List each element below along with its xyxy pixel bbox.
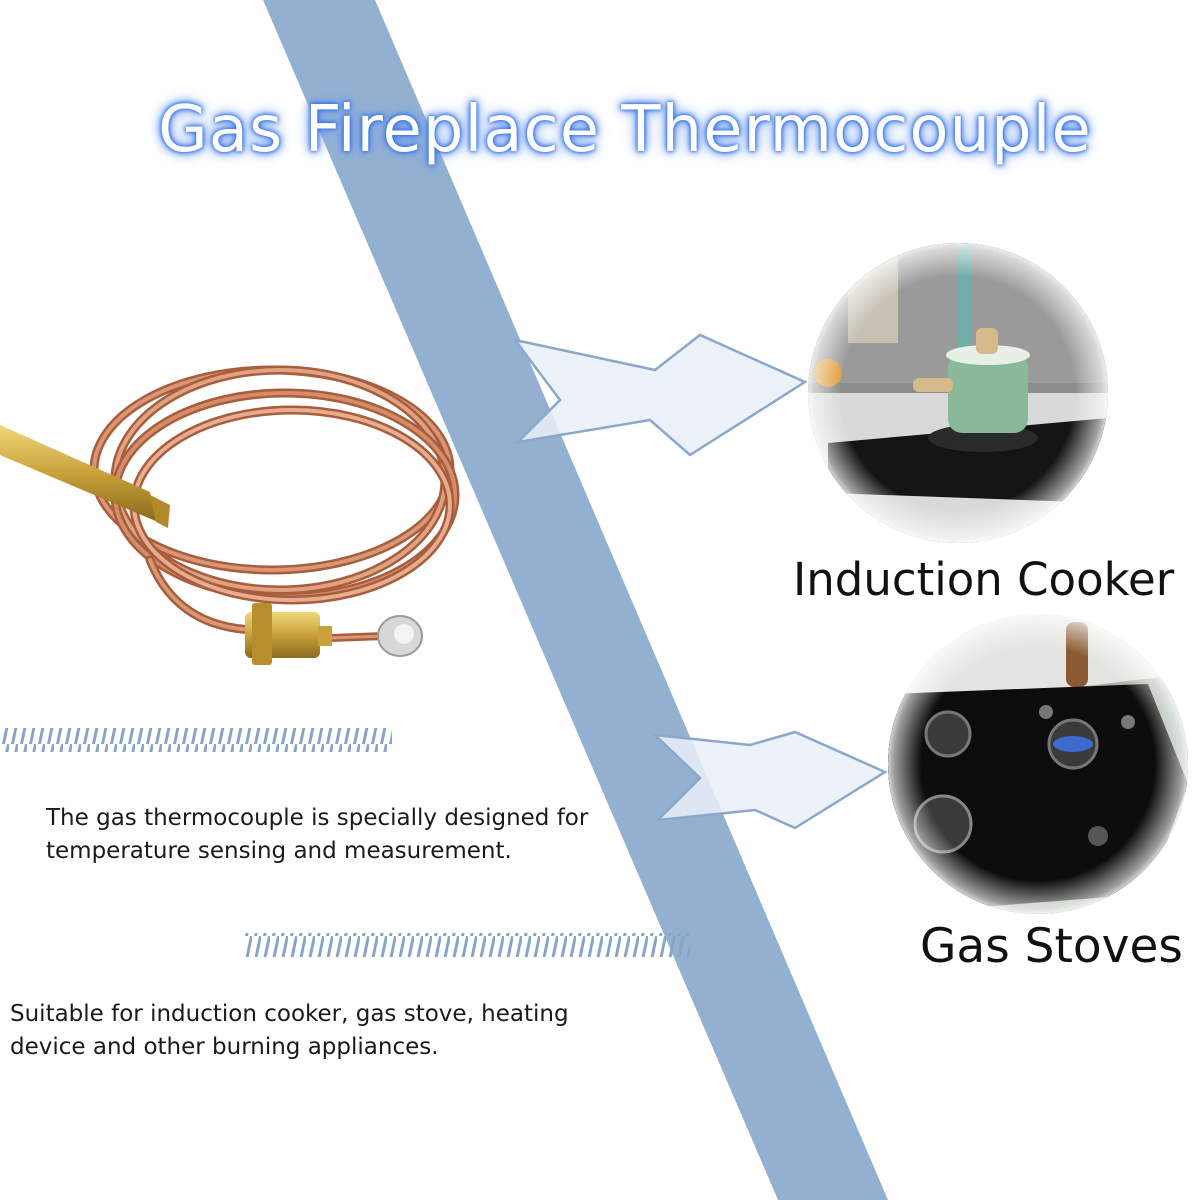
brass-connector-icon [0, 425, 332, 665]
description-line: Suitable for induction cooker, gas stove… [10, 1001, 569, 1027]
description-line: The gas thermocouple is specially design… [46, 805, 589, 831]
gas-stove-photo [888, 614, 1188, 914]
sensor-tip-icon [377, 615, 423, 657]
arrow-to-induction-icon [511, 333, 808, 457]
description-usage: Suitable for induction cooker, gas stove… [10, 998, 569, 1064]
description-line: device and other burning appliances. [10, 1034, 439, 1060]
gas-stoves-label: Gas Stoves [920, 919, 1183, 974]
arrow-to-gas-stove-icon [651, 730, 888, 830]
stripe-bar-upper [0, 728, 392, 752]
induction-cooker-label: Induction Cooker [793, 553, 1175, 606]
page-title: Gas Fireplace Thermocouple [158, 93, 1092, 167]
induction-cooker-photo [808, 243, 1108, 543]
description-line: temperature sensing and measurement. [46, 838, 512, 864]
description-design: The gas thermocouple is specially design… [46, 802, 588, 868]
stripe-bar-lower [245, 933, 690, 957]
